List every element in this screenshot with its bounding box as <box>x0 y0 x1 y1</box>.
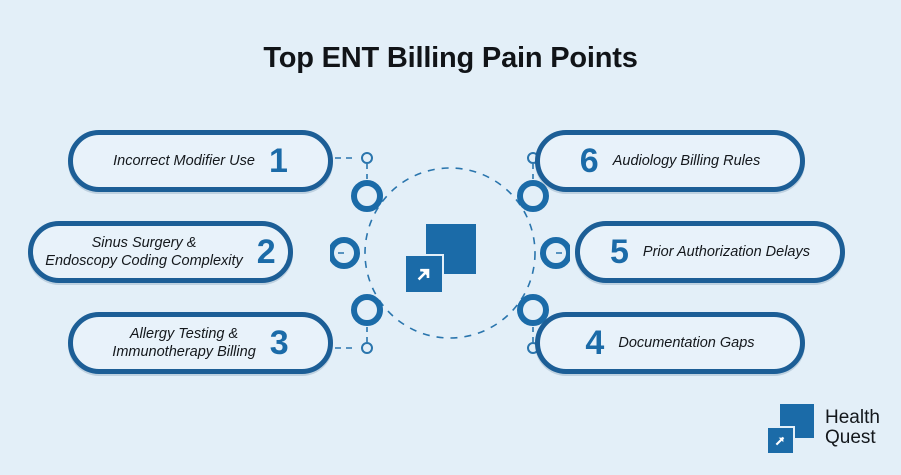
pain-point-number-3: 3 <box>269 324 289 362</box>
brand-logo: Health Quest <box>766 404 880 455</box>
pain-point-label-2: Sinus Surgery & Endoscopy Coding Complex… <box>45 234 243 269</box>
pain-point-number-1: 1 <box>268 142 288 180</box>
arrow-up-right-icon <box>775 436 785 446</box>
pain-point-number-2: 2 <box>256 233 276 271</box>
center-logo-icon <box>404 224 476 294</box>
pain-point-label-5: Prior Authorization Delays <box>642 243 810 260</box>
pain-point-item-5[interactable]: 5 Prior Authorization Delays <box>575 221 845 283</box>
brand-name: Health Quest <box>825 407 880 448</box>
brand-square-small <box>766 426 795 455</box>
hub-node-2 <box>330 237 360 269</box>
pain-point-item-1[interactable]: Incorrect Modifier Use 1 <box>68 130 333 192</box>
pain-point-item-6[interactable]: 6 Audiology Billing Rules <box>535 130 805 192</box>
pain-point-label-1: Incorrect Modifier Use <box>113 152 255 169</box>
pain-point-label-4: Documentation Gaps <box>618 334 755 351</box>
pain-point-item-3[interactable]: Allergy Testing & Immunotherapy Billing … <box>68 312 333 374</box>
brand-logo-icon <box>766 404 816 455</box>
page-title: Top ENT Billing Pain Points <box>263 42 638 74</box>
hub-node-6 <box>517 180 549 212</box>
pain-point-label-6: Audiology Billing Rules <box>612 152 761 169</box>
arrow-up-right-icon <box>417 268 430 281</box>
hub-node-3 <box>351 294 383 326</box>
pain-point-number-4: 4 <box>585 324 605 362</box>
pain-point-item-2[interactable]: Sinus Surgery & Endoscopy Coding Complex… <box>28 221 293 283</box>
connector-dot-3 <box>361 342 373 354</box>
pain-point-item-4[interactable]: 4 Documentation Gaps <box>535 312 805 374</box>
hub-node-5 <box>540 237 570 269</box>
pain-point-number-6: 6 <box>579 142 599 180</box>
center-square-small <box>404 254 444 294</box>
pain-point-label-3: Allergy Testing & Immunotherapy Billing <box>112 325 256 360</box>
orbit-circle <box>364 167 536 339</box>
connector-dot-1 <box>361 152 373 164</box>
pain-point-number-5: 5 <box>609 233 629 271</box>
hub-node-4 <box>517 294 549 326</box>
hub-node-1 <box>351 180 383 212</box>
